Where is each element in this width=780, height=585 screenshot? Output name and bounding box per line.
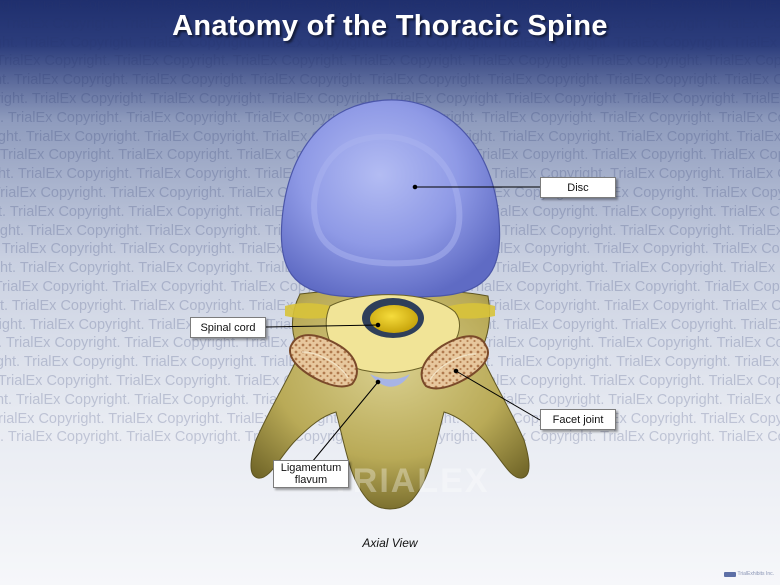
- page-title: Anatomy of the Thoracic Spine: [172, 10, 608, 42]
- logo-text: TrialExhibits Inc.: [737, 571, 775, 577]
- disc-nucleus: [311, 133, 463, 267]
- leader-line-ligamentum: [311, 381, 379, 463]
- brand-watermark: TRIALEX: [330, 462, 490, 500]
- leader-dot-ligamentum: [375, 379, 381, 385]
- trialex-logo: TrialExhibits Inc.: [723, 571, 775, 577]
- leader-dot-spinal-cord: [375, 322, 381, 328]
- leader-dot-disc: [412, 184, 418, 190]
- leader-line-facet-joint: [455, 370, 541, 421]
- facet-joint-right: [420, 335, 489, 390]
- view-caption: Axial View: [362, 536, 418, 550]
- label-disc: Disc: [540, 177, 616, 198]
- facet-joint-left: [289, 334, 358, 388]
- label-ligamentum-flavum: Ligamentum flavum: [273, 460, 349, 488]
- ligamentum-flavum-shape: [370, 374, 410, 387]
- label-facet-joint: Facet joint: [540, 409, 616, 430]
- leader-dot-facet-joint: [453, 368, 459, 374]
- leader-line-spinal-cord: [265, 324, 379, 328]
- label-spinal-cord: Spinal cord: [190, 317, 266, 338]
- logo-mark-icon: [723, 571, 736, 577]
- spinal-cord-core: [370, 305, 418, 333]
